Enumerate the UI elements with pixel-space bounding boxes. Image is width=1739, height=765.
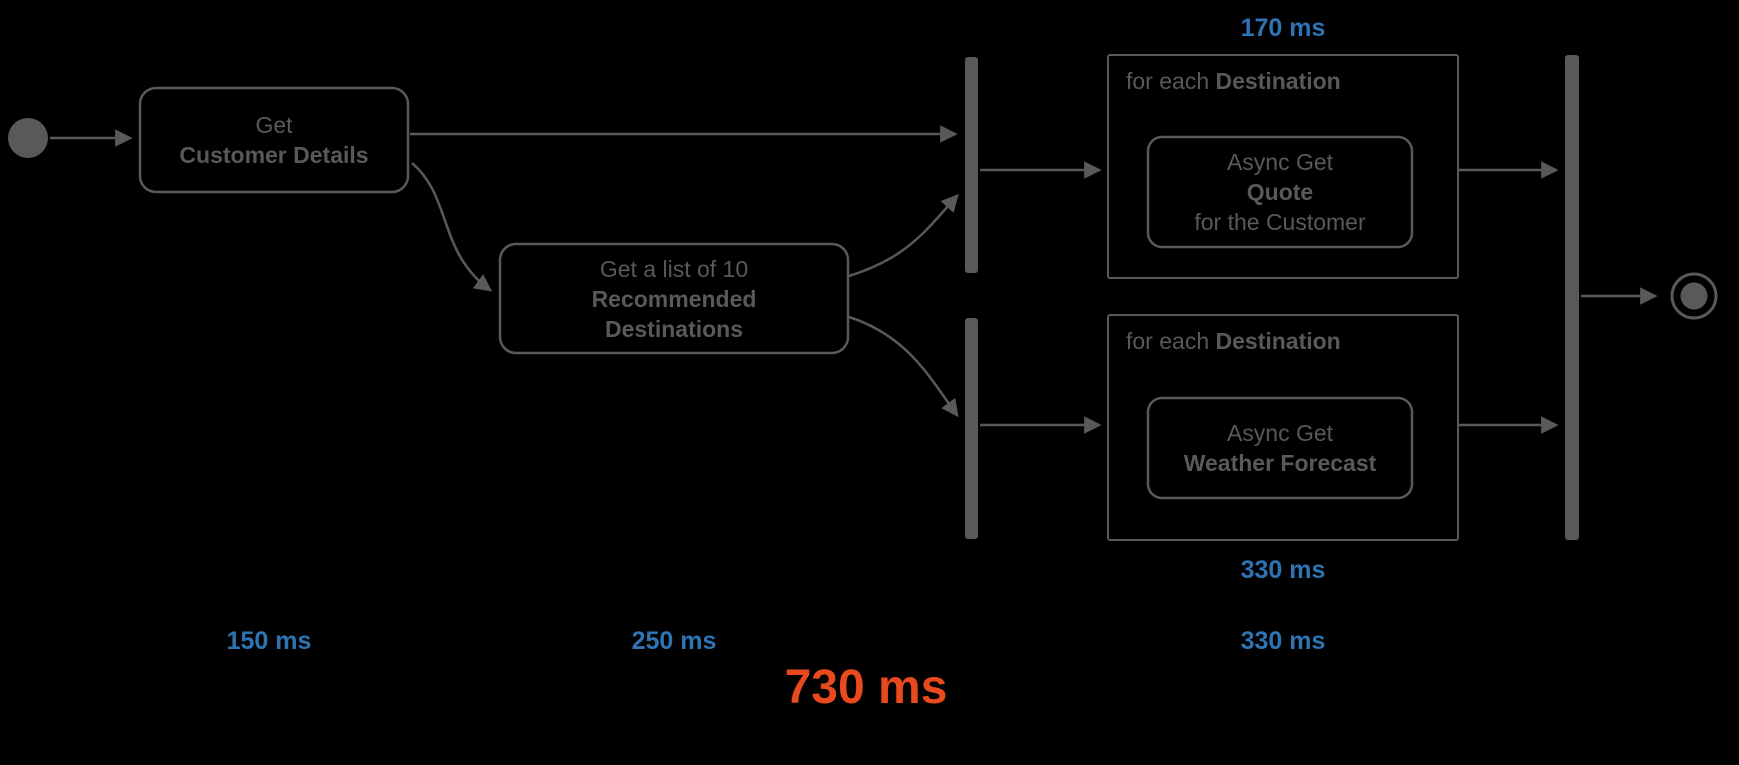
weather-action-node — [1146, 396, 1414, 500]
customer-details-line1: Get — [255, 112, 293, 138]
quote-region-label-prefix: for each — [1126, 68, 1216, 94]
edge-destinations-to-fork-bottom — [848, 315, 959, 418]
customer-details-line2: Customer Details — [179, 142, 369, 168]
quote-action-line2: Quote — [1246, 179, 1314, 205]
weather-region-box — [1107, 314, 1459, 541]
edge-customer-details-to-destinations — [411, 162, 493, 292]
customer-details-node — [138, 86, 410, 194]
timing-customer-details-step: 150 ms — [226, 627, 312, 655]
timing-weather-branch: 330 ms — [1240, 556, 1326, 584]
quote-action-line3: for the Customer — [1194, 209, 1366, 235]
destinations-label: Get a list of 10 Recommended Destination… — [500, 244, 848, 353]
weather-region-label: for each Destination — [1126, 326, 1341, 356]
edge-destinations-to-fork-top — [848, 194, 959, 278]
start-node — [8, 118, 48, 158]
quote-region-label-bold: Destination — [1215, 68, 1341, 94]
quote-region-box — [1107, 54, 1459, 279]
weather-action-line2: Weather Forecast — [1183, 450, 1377, 476]
end-node-ring — [1670, 272, 1718, 320]
timing-total: 730 ms — [784, 661, 948, 714]
fork-bar-bottom — [965, 318, 978, 539]
end-node-core — [1680, 282, 1708, 310]
timing-quote-branch: 170 ms — [1240, 14, 1326, 42]
customer-details-label: Get Customer Details — [140, 88, 408, 192]
fork-bar-top — [965, 57, 978, 273]
quote-action-label: Async Get Quote for the Customer — [1148, 137, 1412, 247]
weather-region-label-prefix: for each — [1126, 328, 1216, 354]
quote-action-line1: Async Get — [1226, 149, 1334, 175]
quote-region-label: for each Destination — [1126, 66, 1341, 96]
timing-destinations-step: 250 ms — [631, 627, 717, 655]
destinations-node — [498, 242, 850, 355]
destinations-line2: Recommended — [591, 285, 757, 312]
weather-region-label-bold: Destination — [1215, 328, 1341, 354]
join-bar — [1565, 55, 1579, 540]
timing-parallel-step: 330 ms — [1240, 627, 1326, 655]
destinations-line1: Get a list of 10 — [599, 255, 749, 282]
destinations-line3: Destinations — [604, 315, 744, 342]
quote-action-node — [1146, 135, 1414, 249]
weather-action-line1: Async Get — [1226, 420, 1334, 446]
weather-action-label: Async Get Weather Forecast — [1148, 398, 1412, 498]
